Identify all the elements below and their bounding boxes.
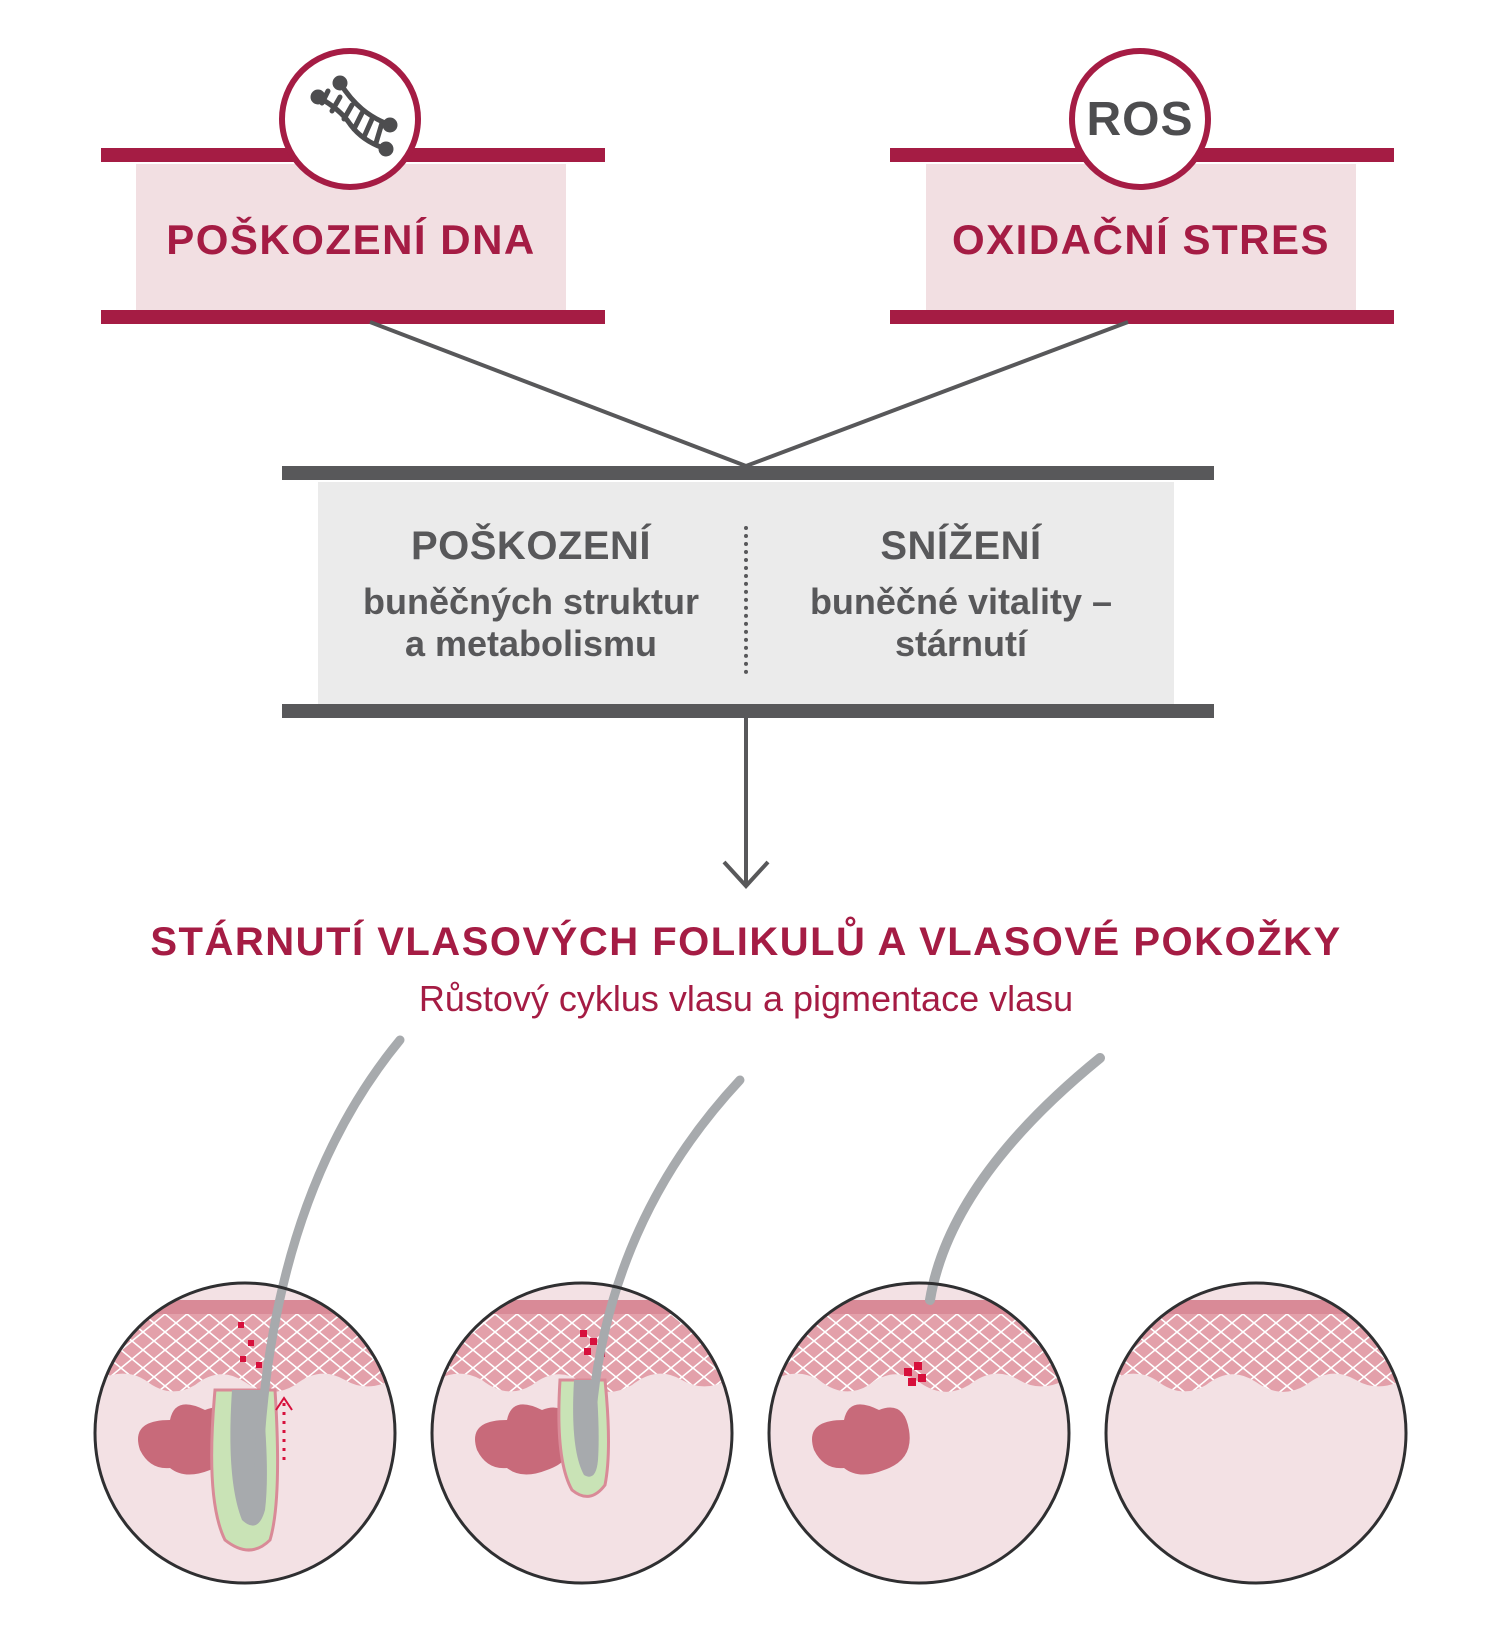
oxidative-stress-bottom-bar xyxy=(890,310,1394,324)
arrow-down-icon xyxy=(722,860,770,889)
follicle-stage-4 xyxy=(1104,1281,1408,1585)
effect-right-heading: SNÍŽENÍ xyxy=(880,524,1042,568)
dna-icon-circle xyxy=(279,48,421,190)
effect-bottom-bar xyxy=(282,704,1214,718)
effect-left-heading: POŠKOZENÍ xyxy=(410,524,652,568)
connector-line-left xyxy=(369,320,747,468)
dna-damage-label: POŠKOZENÍ DNA xyxy=(166,216,536,263)
effect-left-line2: a metabolismu xyxy=(404,623,658,664)
connector-line-right xyxy=(745,320,1129,468)
effect-divider xyxy=(744,526,748,674)
effect-top-bar xyxy=(282,466,1214,480)
effect-right-line1: buněčné vitality – xyxy=(809,581,1113,622)
ros-icon-circle: ROS xyxy=(1069,48,1211,190)
follicle-stage-2 xyxy=(430,1075,745,1585)
effect-right-line2: stárnutí xyxy=(894,623,1027,664)
result-title: STÁRNUTÍ VLASOVÝCH FOLIKULŮ A VLASOVÉ PO… xyxy=(150,920,1342,964)
result-subtitle: Růstový cyklus vlasu a pigmentace vlasu xyxy=(418,978,1074,1019)
follicle-stage-3 xyxy=(767,1053,1105,1585)
dna-damage-bottom-bar xyxy=(101,310,605,324)
dna-icon xyxy=(310,75,398,157)
effect-left-line1: buněčných struktur xyxy=(362,581,700,622)
follicle-stage-1 xyxy=(93,1035,405,1585)
oxidative-stress-label: OXIDAČNÍ STRES xyxy=(951,216,1331,263)
ros-icon: ROS xyxy=(1086,92,1194,146)
